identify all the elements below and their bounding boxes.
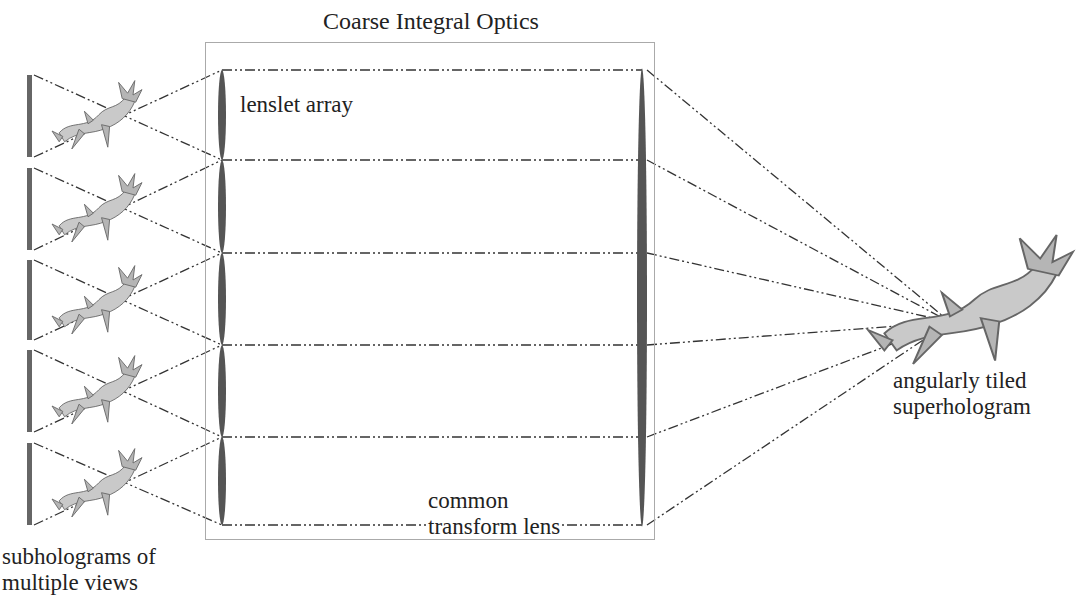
view-dragon [52, 449, 142, 517]
subhologram-bar [27, 443, 32, 525]
lenslet [218, 70, 226, 160]
ray-lines [34, 70, 950, 525]
view-dragon [52, 266, 142, 334]
part-label: common transform lens [428, 488, 578, 540]
superhologram-dragon [868, 235, 1073, 364]
subhologram-bar [27, 260, 32, 340]
lenslet [218, 437, 226, 525]
subhologram-bar [27, 75, 32, 157]
view-dragon [52, 81, 142, 149]
subhologram-bar [27, 350, 32, 432]
part-label: lenslet array [240, 92, 420, 118]
lenslet [218, 160, 226, 253]
view-dragon [52, 174, 142, 242]
lenslet [218, 345, 226, 437]
view-dragon [52, 356, 142, 424]
subhologram-bar [27, 168, 32, 250]
box-heading: Coarse Integral Optics [323, 8, 539, 35]
lenslet [218, 253, 226, 345]
part-label: angularly tiled superhologram [893, 368, 1073, 420]
transform-lens [637, 69, 647, 527]
part-label: subholograms of multiple views [2, 544, 177, 596]
